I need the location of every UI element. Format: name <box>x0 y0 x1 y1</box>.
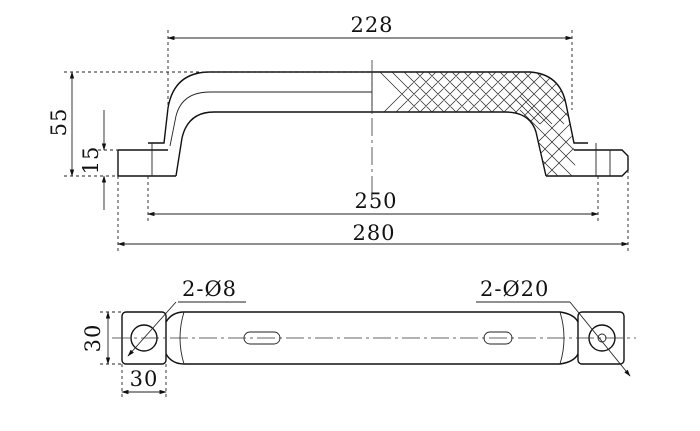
handle-body-top <box>165 311 579 365</box>
leader-20 <box>569 301 631 377</box>
slot-left <box>243 331 281 345</box>
dim-15-label: 15 <box>79 146 103 175</box>
handle-outline-outer <box>148 71 588 144</box>
dim-30-vertical-label: 30 <box>81 324 105 353</box>
top-view: 2-Ø8 2-Ø20 30 30 <box>81 277 636 398</box>
hatched-section <box>372 72 576 176</box>
front-view: 228 55 15 250 280 <box>47 13 629 252</box>
handle-inner-line <box>169 91 372 147</box>
dim-228-label: 228 <box>350 13 393 37</box>
slot-right <box>483 331 513 345</box>
dim-30-horizontal-label: 30 <box>130 367 159 391</box>
dim-280-label: 280 <box>352 221 395 245</box>
base-plate <box>117 149 629 177</box>
dim-250-label: 250 <box>354 189 397 213</box>
hole-8-label: 2-Ø8 <box>182 277 237 301</box>
handle-outline-inner <box>175 111 547 177</box>
dim-55-label: 55 <box>47 108 71 137</box>
leader-8 <box>127 301 177 357</box>
hole-20-label: 2-Ø20 <box>480 277 549 301</box>
